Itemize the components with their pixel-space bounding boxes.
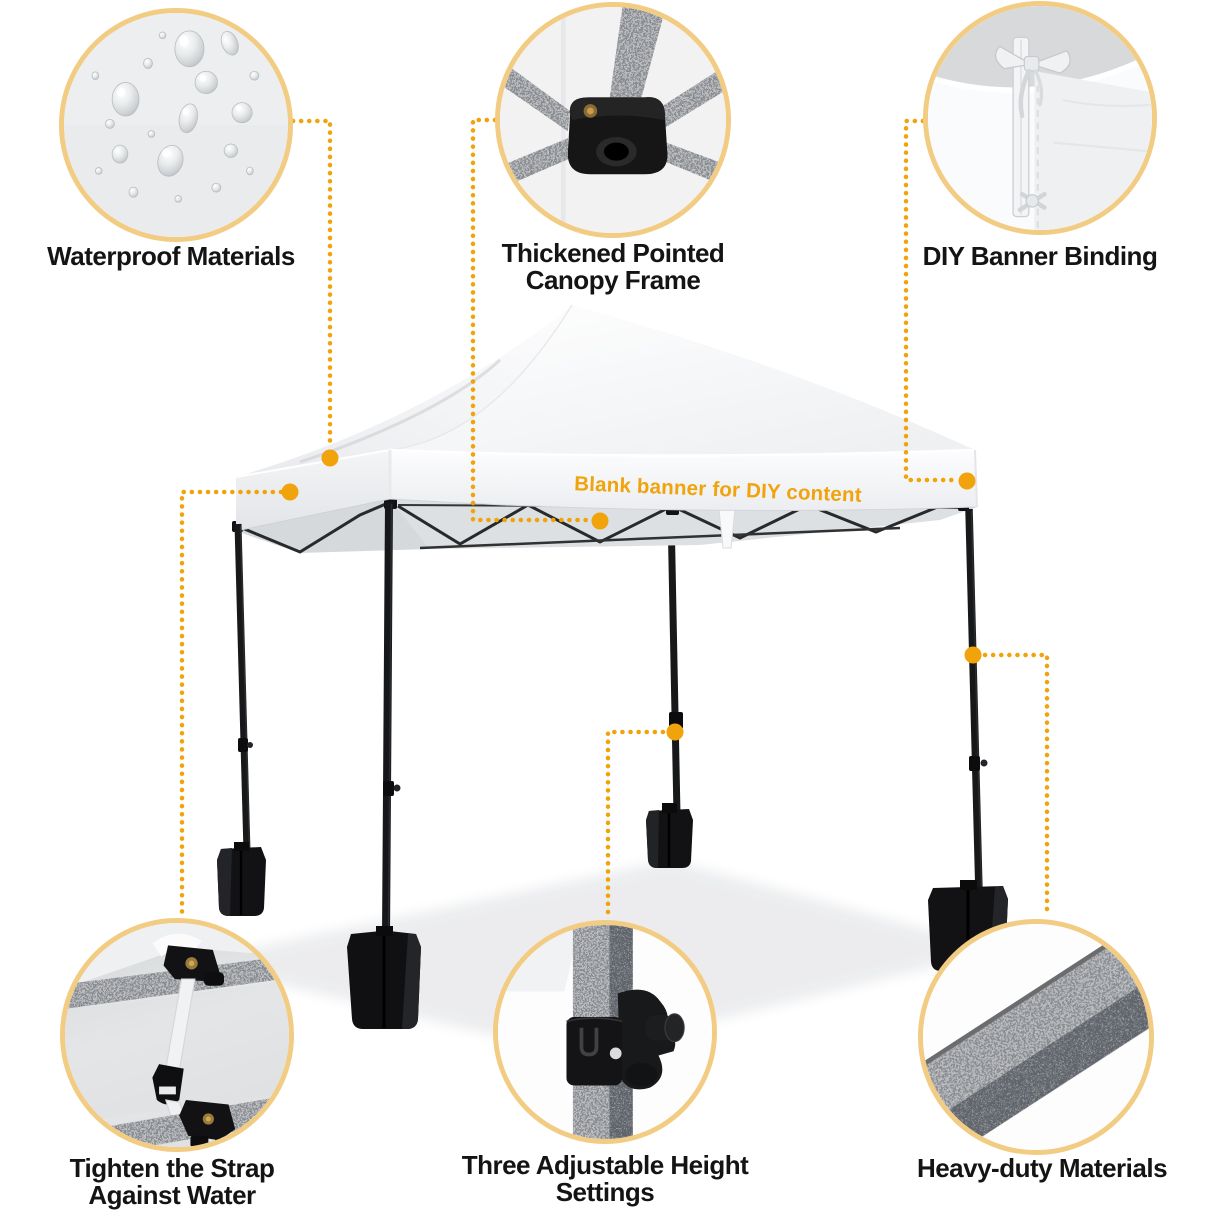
banner-binding-image (928, 6, 1152, 230)
tent-leg-left (217, 523, 266, 916)
leader-canopy-frame (470, 117, 591, 523)
leader-lines (179, 117, 1050, 919)
feature-photo-strap (60, 918, 294, 1152)
leader-waterproof (290, 118, 333, 449)
tent-leg-rear (646, 511, 693, 868)
leader-height (605, 729, 666, 919)
feature-photo-canopy-frame (495, 2, 731, 238)
feature-label-waterproof: Waterproof Materials (47, 241, 295, 271)
water-droplets-image (64, 13, 288, 237)
canopy (235, 304, 978, 532)
dot-height (666, 723, 684, 741)
callout-dots (281, 449, 982, 741)
leader-banner-binding (903, 118, 957, 483)
heavy-duty-pole-image (923, 924, 1149, 1150)
leader-strap (179, 489, 284, 917)
canopy-underside-truss (232, 496, 977, 554)
strap-buckle-image (65, 923, 289, 1147)
tent-leg-front (347, 501, 421, 1029)
feature-photo-height (493, 920, 717, 1144)
frame-hub-image (500, 7, 726, 233)
feature-label-banner-binding: DIY Banner Binding (922, 241, 1158, 271)
dot-waterproof (321, 449, 339, 467)
dot-canopy-frame (591, 512, 609, 530)
dot-strap (281, 483, 299, 501)
dot-banner-binding (958, 472, 976, 490)
feature-label-heavy-duty: Heavy-duty Materials (916, 1153, 1168, 1183)
dot-heavy-duty (964, 646, 982, 664)
feature-photo-waterproof (59, 8, 293, 242)
feature-photo-banner-binding (923, 1, 1157, 235)
height-adjuster-image (498, 925, 712, 1139)
feature-photo-heavy-duty (918, 919, 1154, 1155)
leader-heavy-duty (982, 652, 1050, 918)
